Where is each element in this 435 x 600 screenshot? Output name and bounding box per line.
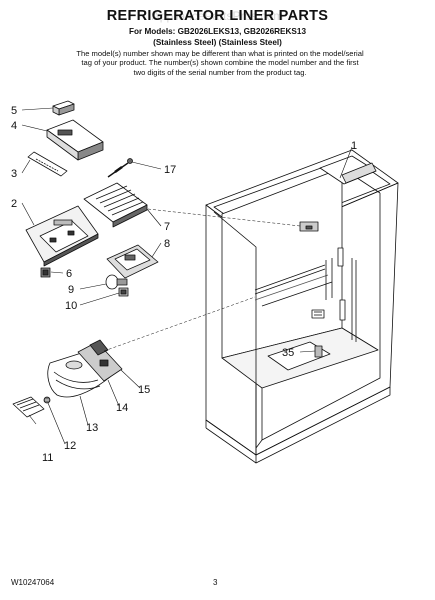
callout-3: 3 — [11, 168, 17, 180]
model-note: The model(s) number shown may be differe… — [76, 49, 364, 77]
callout-numbers: 5 4 3 2 1 17 7 8 6 9 10 35 15 14 13 12 1… — [11, 105, 357, 464]
part-11-trim — [12, 396, 45, 418]
callout-11: 11 — [42, 452, 53, 464]
callout-2: 2 — [11, 198, 17, 210]
callout-13: 13 — [86, 422, 98, 434]
callout-5: 5 — [11, 105, 17, 117]
part-3-label — [27, 151, 68, 177]
watermark: AppliancePartsPros.com — [151, 9, 284, 23]
callout-35: 35 — [282, 347, 294, 359]
callout-9: 9 — [68, 284, 74, 296]
callout-10: 10 — [65, 300, 77, 312]
callout-6: 6 — [66, 268, 72, 280]
part-2-light-housing — [25, 205, 99, 267]
leader-lines — [21, 107, 353, 445]
callout-17: 17 — [164, 164, 176, 176]
part-6-connector — [40, 267, 51, 278]
part-8-bracket — [106, 244, 159, 279]
part-15-switch-housing — [77, 339, 123, 382]
page-number: 3 — [213, 578, 218, 587]
callout-8: 8 — [164, 238, 170, 250]
part-5-bracket — [52, 100, 75, 116]
part-9-bulb — [105, 274, 128, 290]
callout-1: 1 — [351, 140, 357, 152]
callout-14: 14 — [116, 402, 128, 414]
liner-part-1 — [205, 149, 399, 464]
alignment-lines — [103, 208, 301, 352]
callout-7: 7 — [164, 221, 170, 233]
callout-12: 12 — [64, 440, 76, 452]
document-number: W10247064 — [11, 578, 55, 587]
callout-4: 4 — [11, 120, 17, 132]
part-7-light-shield — [83, 182, 148, 228]
model-list: For Models: GB2026LEKS13, GB2026REKS13 (… — [0, 26, 435, 48]
part-12-screw — [43, 396, 51, 404]
callout-15: 15 — [138, 384, 150, 396]
part-17-bulb — [107, 158, 133, 178]
models-line: For Models: GB2026LEKS13, GB2026REKS13 — [128, 27, 306, 36]
finish-line: (Stainless Steel) (Stainless Steel) — [153, 38, 282, 47]
part-4-housing — [46, 119, 104, 161]
page-title: REFRIGERATOR LINER PARTS — [106, 8, 329, 24]
part-10-socket — [118, 287, 129, 297]
